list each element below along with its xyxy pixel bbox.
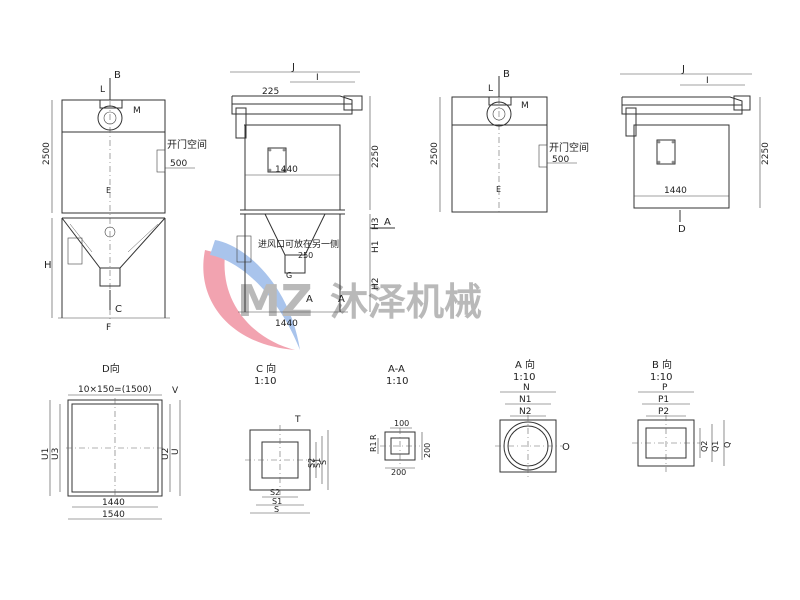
dim-1440-view2a: 1440 (275, 165, 298, 175)
dim-250-view2: 250 (298, 251, 313, 260)
label-H-left: H (44, 260, 52, 271)
a-view-N1: N1 (519, 395, 531, 405)
label-H2: H2 (371, 278, 381, 291)
watermark-company: 沐泽机械 (330, 280, 482, 324)
b-view-Q: Q (723, 442, 732, 448)
c-view-S1: S1 (313, 458, 322, 468)
b-view-title: B 向 (652, 358, 672, 371)
label-A-view2-top: A (384, 217, 391, 228)
dim-2500-left: 2500 (42, 142, 52, 165)
label-B-view3: B (503, 69, 510, 80)
d-view-U: U (171, 448, 181, 455)
c-view: C 向 1:10 T S2 S1 S S2 S1 S (245, 362, 329, 514)
c-view-S2-bottom: S2 (270, 488, 280, 497)
aa-view-scale: 1:10 (386, 376, 408, 387)
a-view-N2: N2 (519, 407, 531, 417)
aa-view: A-A 1:10 100 R1 R 200 200 (369, 364, 432, 477)
label-I-view4: I (706, 76, 709, 86)
label-D: D (678, 224, 686, 235)
label-H3: H3 (371, 218, 381, 231)
front-body-3 (451, 96, 548, 213)
b-view-P: P (662, 383, 668, 393)
label-J-view2: J (291, 62, 295, 73)
b-view-P1: P1 (658, 395, 669, 405)
a-view-scale: 1:10 (513, 372, 535, 383)
side-view-2: J I 225 1440 1440 250 2250 H3 (230, 62, 395, 329)
label-J-view4: J (681, 64, 685, 75)
watermark-logo: MZ 沐泽机械 (203, 240, 482, 350)
label-M-view1: M (133, 106, 141, 116)
a-view-O: O (562, 442, 570, 453)
front-view-3: B L M E 2500 开门空间 500 (430, 69, 589, 215)
label-B-view1: B (114, 70, 121, 81)
d-view-U3: U3 (51, 448, 61, 460)
label-L-view3: L (488, 84, 493, 94)
dim-2250-view4: 2250 (761, 142, 771, 165)
door-space-note-2: 开门空间 (549, 141, 589, 154)
fan-circle (97, 105, 123, 131)
dim-225-view2: 225 (262, 87, 279, 97)
b-view-scale: 1:10 (650, 372, 672, 383)
logo-swoosh-red (203, 250, 295, 350)
a-view: A 向 1:10 N N1 N2 O (495, 358, 570, 478)
label-E-view3: E (496, 185, 501, 194)
d-view: D向 10×150=(1500) V U1 U3 U2 U 1440 1540 (41, 362, 181, 520)
dim-1440-view4: 1440 (664, 186, 687, 196)
aa-view-200-bottom: 200 (391, 468, 406, 477)
d-view-1540: 1540 (102, 510, 125, 520)
label-A-view2-bottom: A (338, 294, 345, 305)
label-A-view2-mid: A (306, 294, 313, 305)
b-view: B 向 1:10 P P1 P2 Q2 Q1 Q (632, 358, 732, 472)
b-view-P2: P2 (658, 407, 669, 417)
c-view-T: T (294, 415, 301, 425)
b-view-Q2: Q2 (700, 441, 709, 452)
aa-view-200-side: 200 (423, 443, 432, 458)
aa-view-100: 100 (394, 419, 409, 428)
d-view-1440: 1440 (102, 498, 125, 508)
dim-2250-view2: 2250 (371, 145, 381, 168)
dim-1440-view2b: 1440 (275, 319, 298, 329)
dim-2500-view3: 2500 (430, 142, 440, 165)
watermark-brand: MZ (237, 276, 313, 327)
c-view-S1-bottom: S1 (272, 497, 282, 506)
d-view-bolt-spacing: 10×150=(1500) (78, 385, 152, 395)
front-view-1: 2500 H B L M E F C 开门空间 500 (42, 70, 207, 333)
c-view-title: C 向 (256, 362, 276, 375)
label-E-view1: E (106, 186, 111, 195)
door-space-note-1: 开门空间 (167, 138, 207, 151)
c-view-S-bottom: S (274, 505, 279, 514)
d-view-V: V (172, 386, 179, 396)
label-I-view2: I (316, 73, 319, 83)
b-view-Q1: Q1 (711, 441, 720, 452)
a-view-title: A 向 (515, 358, 535, 371)
side-body-4 (633, 124, 730, 209)
dim-500-view1: 500 (170, 159, 187, 169)
label-F-view1: F (106, 323, 111, 333)
d-view-U2: U2 (161, 448, 171, 460)
a-view-N: N (523, 383, 530, 393)
front-body (61, 99, 166, 214)
d-view-U1: U1 (41, 448, 51, 460)
side-view-4: J I 1440 2250 D (620, 64, 771, 235)
logo-swoosh-blue (210, 240, 300, 350)
c-view-S2: S2 (307, 458, 316, 468)
dim-500-view3: 500 (552, 155, 569, 165)
inlet-note: 进风口可放在另一侧 (258, 238, 339, 250)
c-view-S: S (319, 460, 328, 465)
aa-view-R1: R1 (369, 441, 378, 452)
label-G-view2: G (286, 271, 292, 280)
aa-view-R: R (369, 434, 378, 440)
label-M-view3: M (521, 101, 529, 111)
label-C-view1: C (115, 304, 122, 315)
c-view-scale: 1:10 (254, 376, 276, 387)
label-L-view1: L (100, 85, 105, 95)
label-H1: H1 (371, 241, 381, 254)
d-view-title: D向 (102, 362, 120, 375)
aa-view-title: A-A (388, 364, 405, 375)
